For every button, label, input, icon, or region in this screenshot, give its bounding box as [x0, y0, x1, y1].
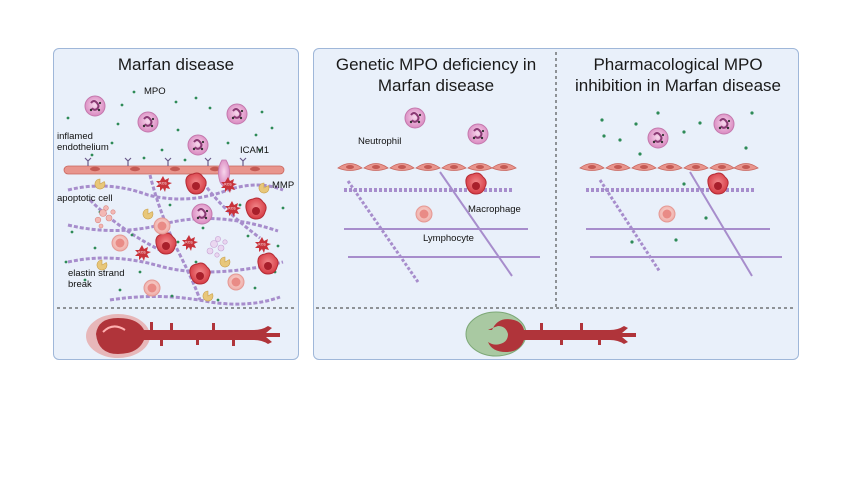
aorta-icon: [488, 319, 636, 352]
macrophage-icon: [465, 172, 487, 195]
macrophage-icon: [245, 197, 267, 220]
aorta-icon: [96, 318, 280, 354]
icam1-label: ICAM1: [240, 145, 270, 156]
mmp-icon: [219, 256, 231, 268]
neutrophil-icon: [137, 111, 159, 133]
lymphocyte-icon: [111, 234, 129, 252]
apoptotic-cell-label: apoptotic cell: [57, 193, 113, 204]
mpo-label: MPO: [144, 86, 166, 97]
neutrophil-label: Neutrophil: [358, 136, 402, 147]
mmp-icon: [258, 182, 270, 194]
ros-burst-icon: [156, 176, 172, 192]
right-illustration: [579, 111, 782, 277]
marfan-disease-title: Marfan disease: [117, 55, 235, 74]
neutrophil-icon: [713, 113, 735, 135]
elastin-strand-break-label: elastin strand break: [68, 268, 125, 290]
mmp-icon: [94, 178, 106, 190]
mmp-icon: [202, 290, 214, 302]
mpo-dot-icon: [600, 111, 754, 244]
mmp-label: MMP: [272, 180, 295, 191]
ros-burst-icon: [255, 237, 271, 253]
ros-burst-icon: [225, 201, 241, 217]
neutrophil-icon: [84, 95, 106, 117]
ros-burst-icon: [182, 235, 198, 251]
neutrophil-icon: [467, 123, 489, 145]
icam1-receptor-icon: [84, 157, 247, 166]
lymphocyte-icon: [227, 273, 245, 291]
macrophage-icon: [189, 262, 211, 285]
lymphocyte-icon: [153, 217, 171, 235]
neutrophil-icon: [226, 103, 248, 125]
apoptotic-cell-icon: [94, 205, 116, 229]
macrophage-label: Macrophage: [468, 204, 521, 215]
macrophage-icon: [155, 232, 177, 255]
pharmacological-mpo-inhibition-title: Pharmacological MPO inhibition in Marfan…: [574, 55, 781, 95]
genetic-mpo-deficiency-title: Genetic MPO deficiency in Marfan disease: [335, 55, 537, 95]
ros-burst-icon: [135, 245, 151, 261]
mmp-icon: [142, 208, 154, 220]
elastin-fiber-icon: [67, 174, 284, 306]
lymphocyte-icon: [415, 205, 433, 223]
mpo-dot-icon: [64, 90, 285, 302]
middle-illustration: [337, 107, 636, 357]
neutrophil-icon: [404, 107, 426, 129]
neutrophil-icon: [187, 134, 209, 156]
inflamed-endothelium-label: inflamed endothelium: [57, 131, 109, 153]
macrophage-icon: [257, 252, 279, 275]
apoptotic-cell-icon: [206, 236, 228, 258]
endothelial-cell-icon: [579, 163, 759, 171]
endothelial-cell-icon: [63, 165, 285, 175]
elastin-fiber-icon: [344, 171, 540, 283]
lymphocyte-icon: [658, 205, 676, 223]
lymphocyte-label: Lymphocyte: [423, 233, 474, 244]
left-illustration: [63, 90, 285, 358]
lymphocyte-icon: [143, 279, 161, 297]
macrophage-icon: [185, 172, 207, 195]
neutrophil-icon: [647, 127, 669, 149]
neutrophil-icon: [191, 203, 213, 225]
elastin-fiber-icon: [586, 171, 782, 277]
endothelial-cell-icon: [337, 163, 517, 171]
macrophage-icon: [707, 172, 729, 195]
